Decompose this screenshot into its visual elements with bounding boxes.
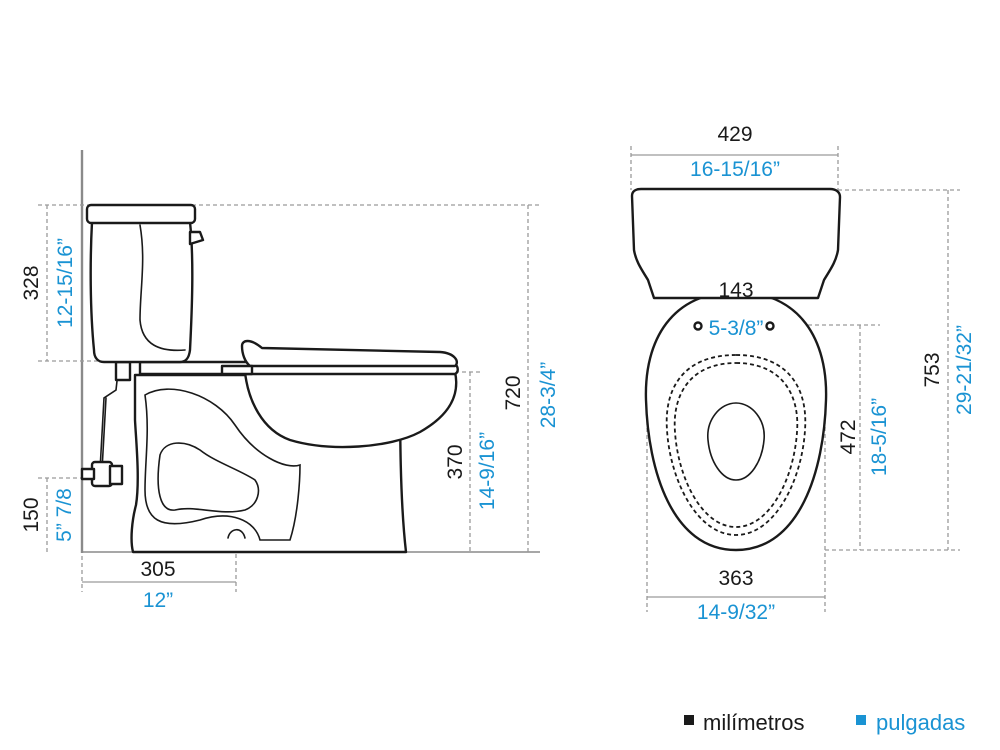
supply-height-mm: 150: [20, 497, 43, 532]
bolt-cap: [227, 528, 246, 539]
bowl-width-mm: 363: [718, 567, 753, 590]
valve-handle: [108, 464, 124, 486]
bolt-right-icon: [765, 321, 775, 331]
rim-outer-dashed: [665, 354, 807, 536]
supply-pipe-inner: [101, 397, 107, 471]
seat-hinge: [220, 364, 254, 376]
bolt-spacing-in: 5-3/8”: [709, 317, 764, 340]
tank-lid: [85, 203, 197, 225]
imperial-swatch-icon: [856, 715, 866, 725]
tank-top-outline: [630, 187, 842, 300]
bowl-top-outline: [644, 290, 828, 552]
rough-in-mm: 305: [140, 558, 175, 581]
total-length-in: 29-21/32”: [953, 325, 976, 415]
tank-height-in: 12-15/16”: [54, 238, 77, 328]
tank-height-mm: 328: [20, 265, 43, 300]
total-height-mm: 720: [502, 375, 525, 410]
tank-contour: [139, 224, 186, 352]
total-length-mm: 753: [921, 352, 944, 387]
fill-valve-nut: [114, 360, 132, 382]
total-height-in: 28-3/4”: [537, 362, 560, 429]
rough-in-in: 12”: [143, 589, 173, 612]
rim-height-in: 14-9/16”: [476, 432, 499, 510]
rim-height-mm: 370: [444, 444, 467, 479]
toilet-lid: [240, 339, 459, 368]
metric-swatch-icon: [684, 715, 694, 725]
tank-width-mm: 429: [717, 123, 752, 146]
side-view: 328 12-15/16” 150 5” 7/8 370 14-9/16” 72…: [20, 150, 560, 612]
toilet-bowl: [243, 370, 458, 449]
tank-width-in: 16-15/16”: [690, 158, 780, 181]
supply-height-in: 5” 7/8: [53, 488, 76, 542]
valve-stem: [80, 467, 96, 481]
water-spot: [707, 402, 765, 481]
trapway-outline: [144, 388, 301, 541]
bowl-length-mm: 472: [837, 419, 860, 454]
trapway-inner: [157, 442, 260, 513]
rim-inner-dashed: [673, 362, 799, 528]
bowl-length-in: 18-5/16”: [868, 398, 891, 476]
bolt-left-icon: [693, 321, 703, 331]
top-view: 429 16-15/16” 143 5-3/8” 472 18-5/16” 75…: [630, 123, 976, 624]
bowl-width-in: 14-9/32”: [697, 601, 775, 624]
bolt-spacing-mm: 143: [718, 279, 753, 302]
imperial-legend-label: pulgadas: [876, 710, 965, 735]
legend: milímetros pulgadas: [684, 710, 965, 735]
metric-legend-label: milímetros: [703, 710, 804, 735]
flush-lever: [188, 230, 205, 246]
